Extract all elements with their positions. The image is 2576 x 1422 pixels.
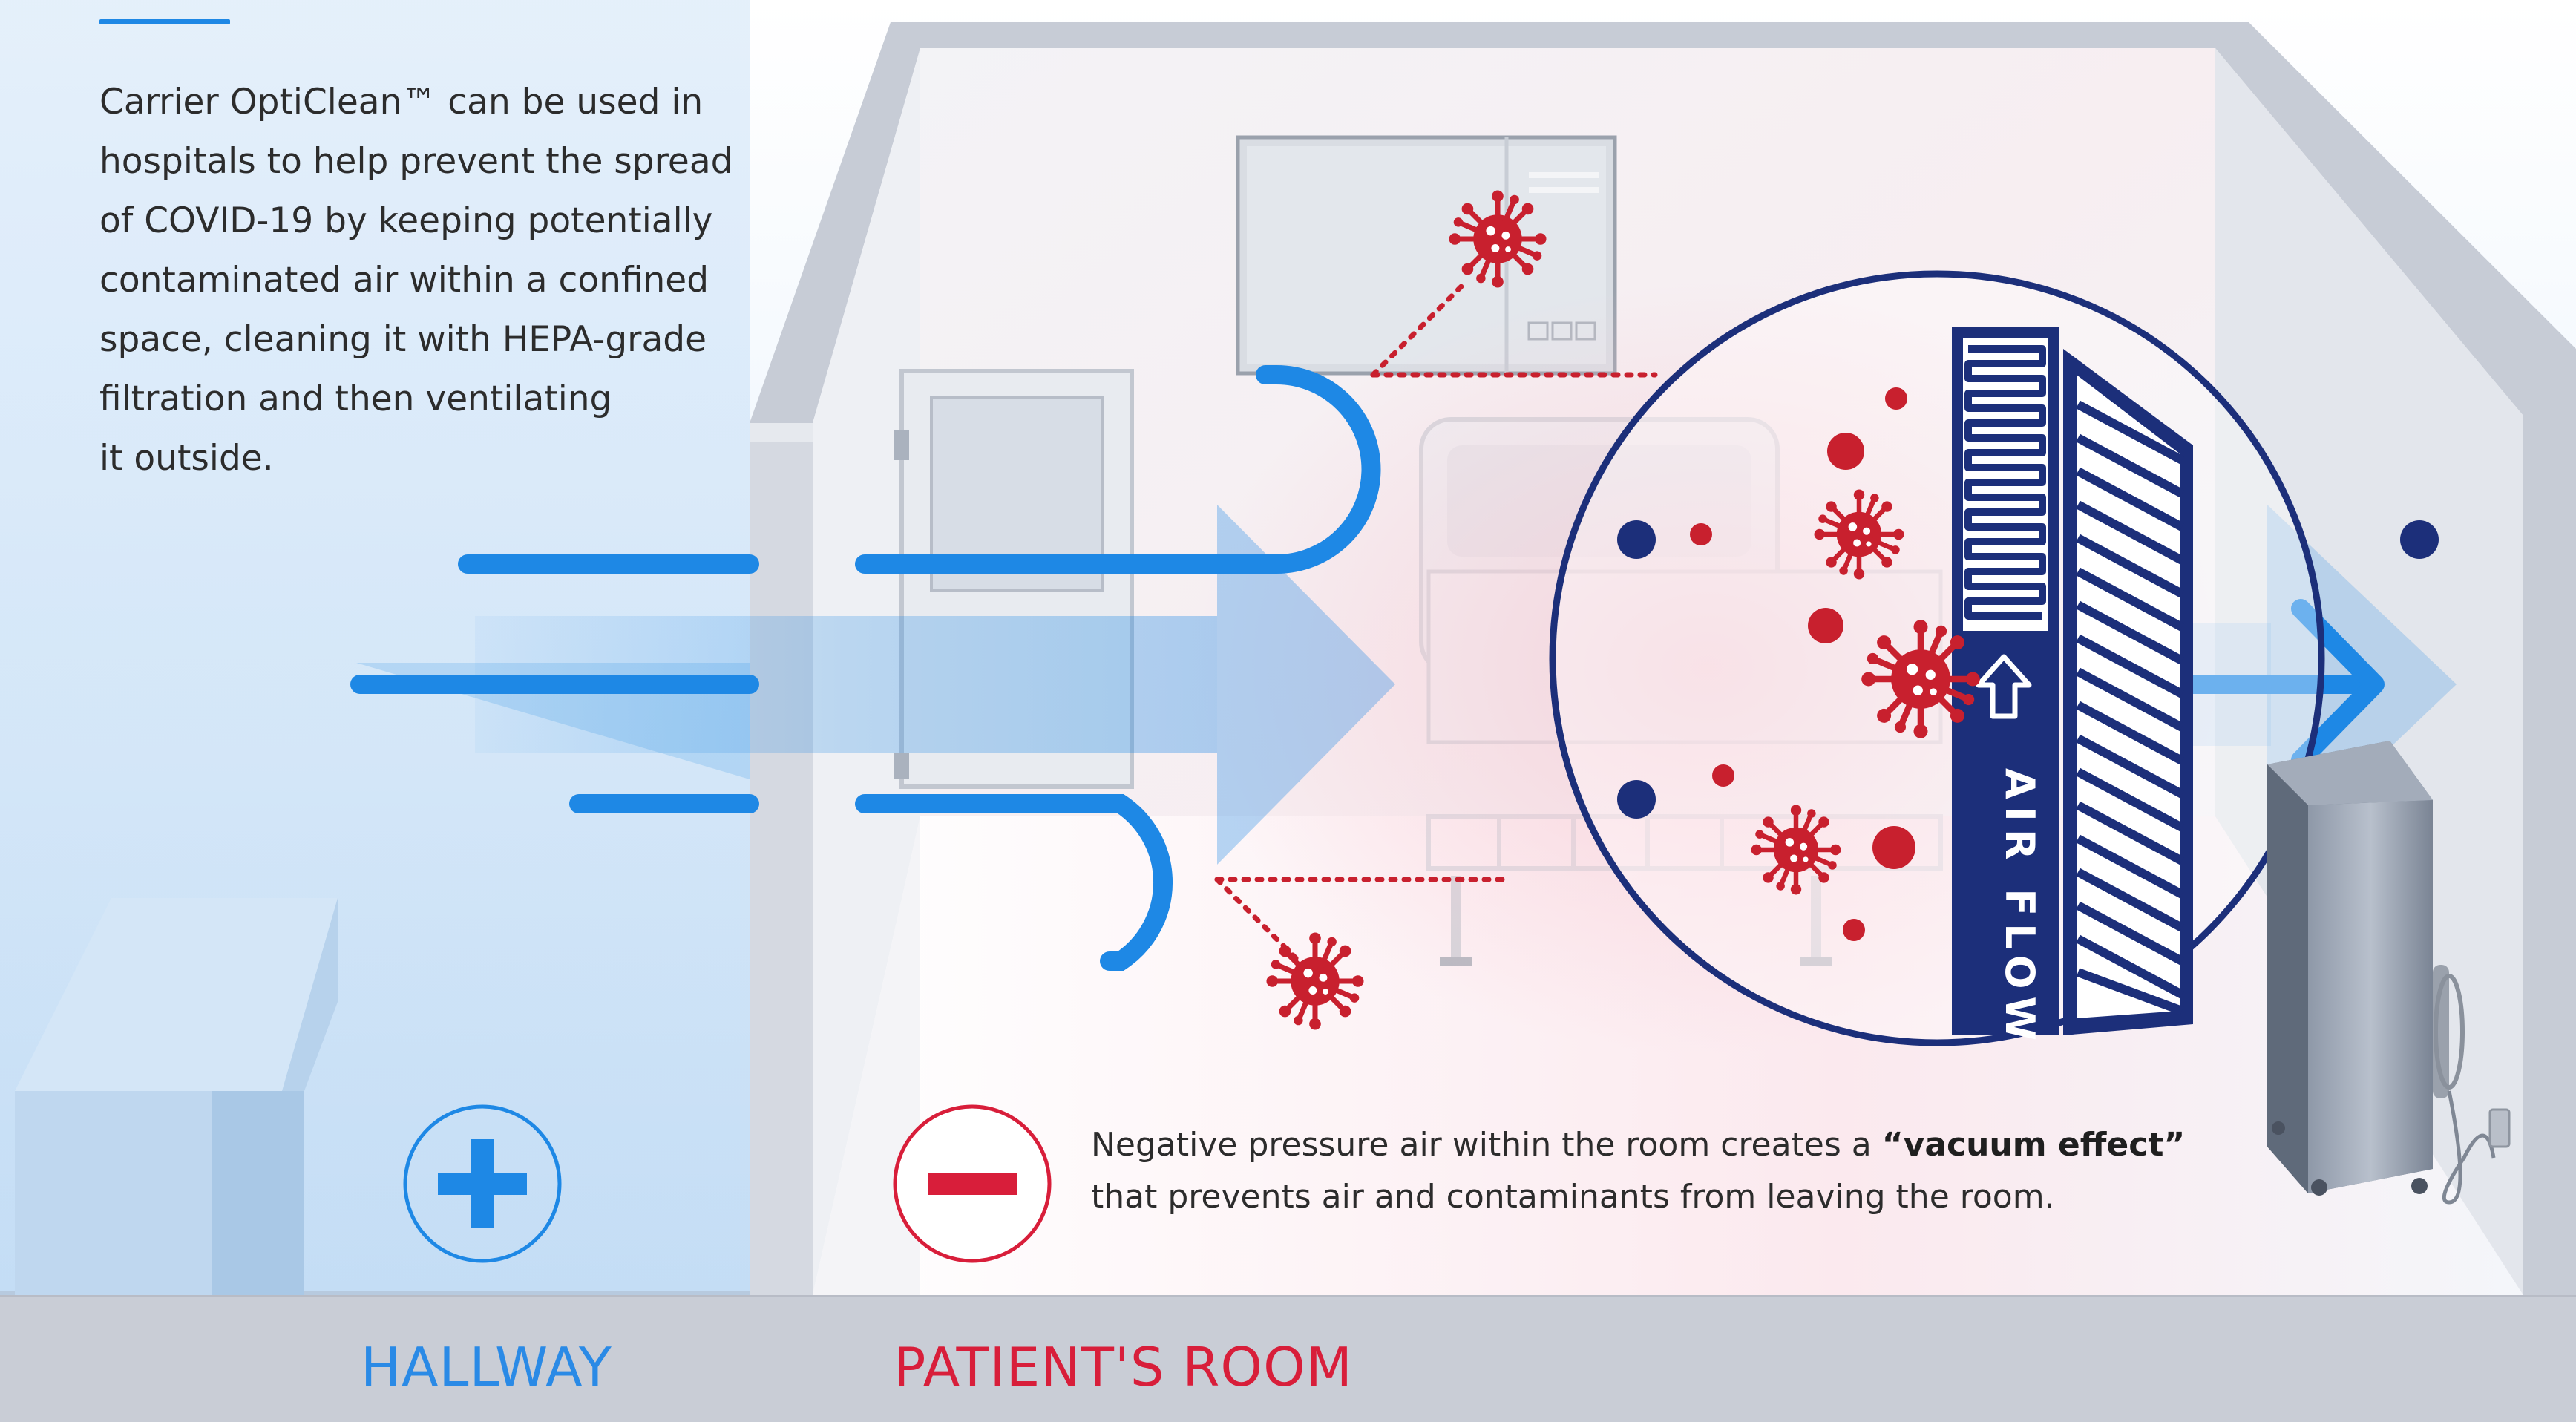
intro-line: hospitals to help prevent the spread	[99, 141, 733, 182]
coronavirus-icon	[1815, 490, 1904, 580]
wall-monitor	[1236, 135, 1617, 376]
intro-line: of COVID-19 by keeping potentially	[99, 200, 713, 241]
caption-part1: Negative pressure air within the room cr…	[1091, 1126, 1882, 1164]
intro-line: contaminated air within a confined	[99, 260, 709, 301]
hepa-filter: AIR FLOW	[1952, 327, 2193, 1048]
caption-emphasis: “vacuum effect”	[1881, 1126, 2186, 1164]
caption-line2: that prevents air and contaminants from …	[1091, 1178, 2055, 1216]
floor-band	[0, 1295, 2576, 1422]
opticlean-unit	[2267, 741, 2511, 1205]
coronavirus-icon	[1449, 190, 1546, 287]
coronavirus-icon	[1266, 932, 1363, 1029]
negative-pressure-caption: Negative pressure air within the room cr…	[1091, 1119, 2185, 1223]
coronavirus-icon	[1861, 620, 1980, 738]
intro-line: it outside.	[99, 438, 274, 479]
accent-rule	[99, 19, 230, 24]
coronavirus-icon	[1751, 805, 1841, 895]
plus-in-circle-icon	[403, 1104, 562, 1263]
intro-line: space, cleaning it with HEPA-grade	[99, 319, 707, 360]
hallway-bench	[15, 898, 338, 1295]
contamination-leaders	[1214, 283, 1658, 968]
intro-line: filtration and then ventilating	[99, 379, 612, 419]
intro-text: Carrier OptiClean™ can be used in hospit…	[99, 73, 767, 488]
minus-in-circle-icon	[893, 1104, 1052, 1263]
hallway-label: HALLWAY	[361, 1336, 612, 1398]
patients-room-label: PATIENT'S ROOM	[894, 1336, 1353, 1398]
intro-line: Carrier OptiClean™ can be used in	[99, 82, 704, 122]
contaminants	[1266, 190, 1979, 1029]
airflow-lines	[350, 365, 2385, 971]
airflow-label: AIR FLOW	[1996, 768, 2043, 1048]
up-arrow-outline-icon	[1976, 654, 2032, 719]
